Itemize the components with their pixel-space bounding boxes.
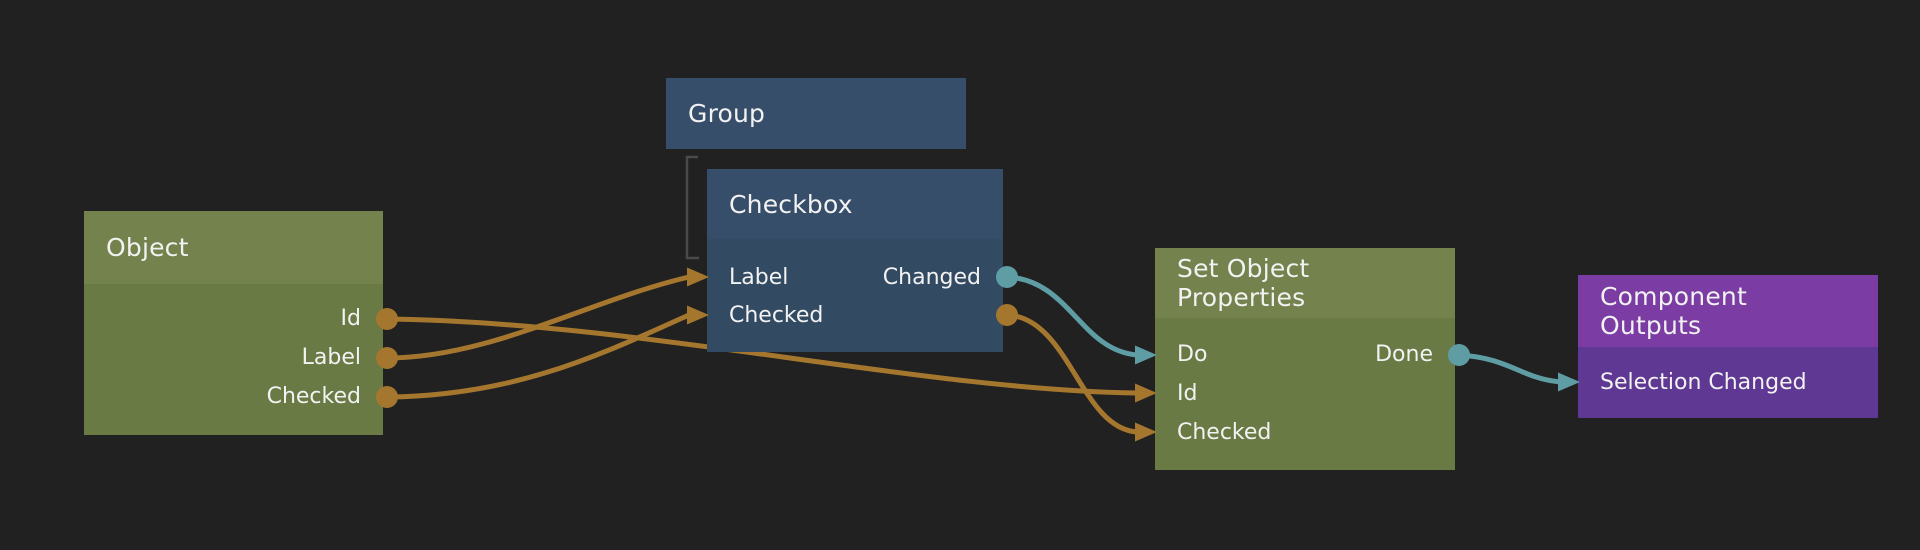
- port-label-setprops-do: Do: [1177, 342, 1208, 367]
- node-component-outputs[interactable]: Component Outputs Selection Changed: [1578, 275, 1878, 418]
- node-group-header[interactable]: Group: [666, 78, 966, 149]
- port-label-object-checked: Checked: [266, 384, 361, 409]
- port-row-checkbox-label-changed[interactable]: Label Changed: [707, 258, 1003, 296]
- node-object-title: Object: [106, 233, 189, 262]
- port-label-setprops-done: Done: [1375, 342, 1433, 367]
- node-checkbox-header[interactable]: Checkbox: [707, 169, 1003, 239]
- port-row-setprops-checked[interactable]: Checked: [1155, 413, 1455, 452]
- node-component-outputs-header[interactable]: Component Outputs: [1578, 275, 1878, 347]
- port-row-object-checked-output[interactable]: Checked: [84, 377, 383, 416]
- port-arrow-setprops-checked-input[interactable]: [1135, 422, 1157, 442]
- node-object-header[interactable]: Object: [84, 211, 383, 284]
- node-component-outputs-body: Selection Changed: [1578, 347, 1878, 418]
- node-group-title: Group: [688, 99, 766, 128]
- port-row-checkbox-checked[interactable]: Checked: [707, 296, 1003, 334]
- hierarchy-line-group-to-checkbox: [685, 155, 699, 260]
- port-row-setprops-id[interactable]: Id: [1155, 374, 1455, 413]
- node-set-object-properties[interactable]: Set Object Properties Do Done Id Checked: [1155, 248, 1455, 470]
- port-label-setprops-checked: Checked: [1177, 420, 1272, 445]
- port-row-outputs-selection-changed[interactable]: Selection Changed: [1578, 363, 1878, 402]
- node-checkbox-body: Label Changed Checked: [707, 239, 1003, 352]
- port-row-setprops-do-done[interactable]: Do Done: [1155, 335, 1455, 374]
- node-object-body: Id Label Checked: [84, 284, 383, 435]
- node-set-object-properties-body: Do Done Id Checked: [1155, 318, 1455, 470]
- port-arrow-outputs-selection-changed-input[interactable]: [1558, 372, 1580, 392]
- wire-setprops-done-to-outputs-selection-changed[interactable]: [1456, 352, 1563, 385]
- wire-object-checked-to-checkbox-checked[interactable]: [384, 312, 692, 400]
- node-checkbox-title: Checkbox: [729, 189, 853, 219]
- port-label-selection-changed: Selection Changed: [1600, 370, 1807, 395]
- node-set-object-properties-header[interactable]: Set Object Properties: [1155, 248, 1455, 318]
- node-group[interactable]: Group: [666, 78, 966, 149]
- port-label-checkbox-changed: Changed: [882, 264, 981, 290]
- wire-object-label-to-checkbox-label[interactable]: [384, 274, 692, 361]
- node-component-outputs-title: Component Outputs: [1600, 282, 1747, 340]
- port-arrow-checkbox-checked-input[interactable]: [687, 305, 709, 325]
- port-label-setprops-id: Id: [1177, 381, 1198, 406]
- port-arrow-setprops-id-input[interactable]: [1135, 383, 1157, 403]
- port-row-object-label-output[interactable]: Label: [84, 338, 383, 377]
- wire-checkbox-changed-to-setprops-do[interactable]: [1004, 274, 1140, 358]
- port-label-checkbox-checked: Checked: [729, 302, 824, 328]
- node-set-object-properties-title: Set Object Properties: [1177, 254, 1310, 312]
- wire-checkbox-checked-to-setprops-checked[interactable]: [1004, 312, 1140, 435]
- node-checkbox[interactable]: Checkbox Label Changed Checked: [707, 169, 1003, 352]
- port-label-checkbox-label: Label: [729, 264, 789, 290]
- port-arrow-checkbox-label-input[interactable]: [687, 267, 709, 287]
- port-label-object-label: Label: [301, 345, 361, 370]
- port-row-object-id-output[interactable]: Id: [84, 299, 383, 338]
- port-arrow-setprops-do-input[interactable]: [1135, 345, 1157, 365]
- port-label-object-id: Id: [340, 306, 361, 331]
- node-object[interactable]: Object Id Label Checked: [84, 211, 383, 435]
